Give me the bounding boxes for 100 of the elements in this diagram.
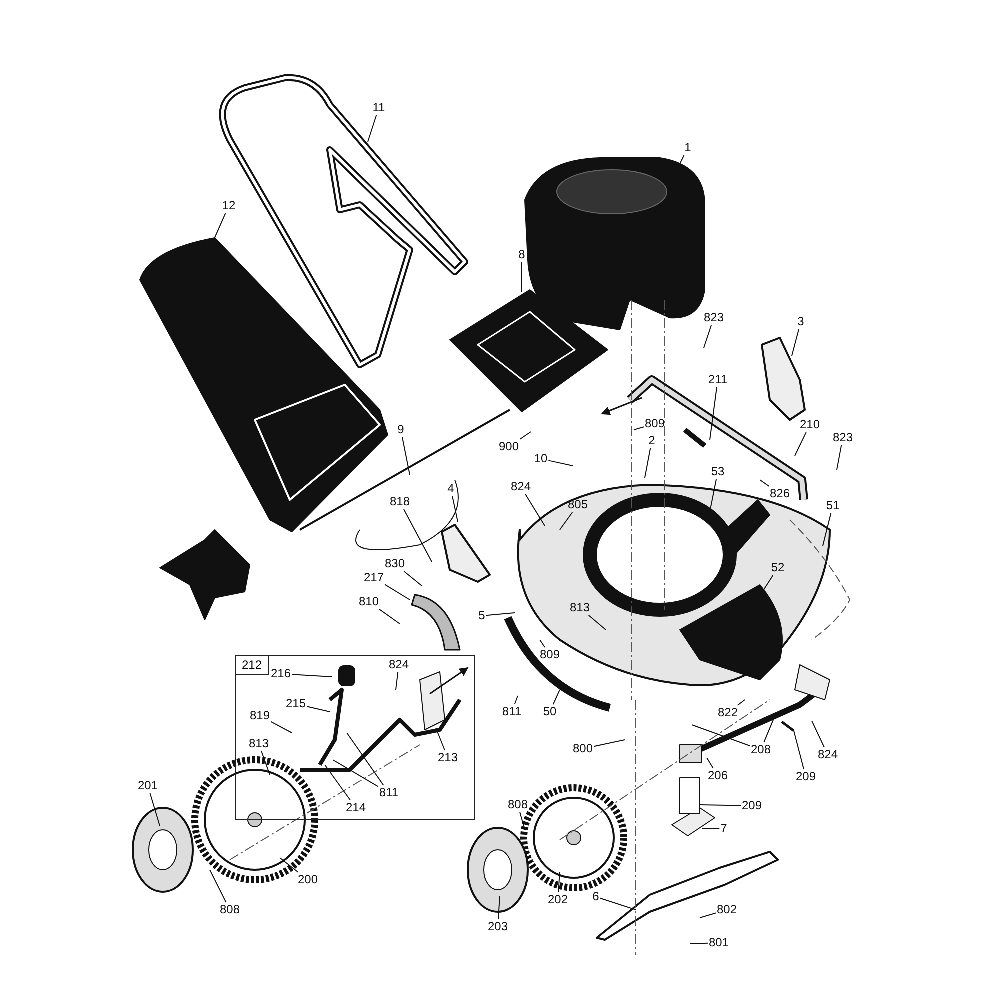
- callout-number: 217: [364, 572, 384, 584]
- leader-line: [594, 740, 626, 748]
- callout-number: 3: [798, 316, 804, 328]
- leader-line: [702, 828, 720, 830]
- callout-number: 813: [570, 602, 590, 614]
- callout-number: 10: [534, 452, 548, 466]
- callout-number: 50: [543, 706, 557, 718]
- leader-line: [379, 609, 400, 624]
- callout-number: 216: [270, 668, 292, 680]
- callout-number: 5: [478, 610, 486, 622]
- leader-line: [150, 793, 160, 826]
- callout-number: 824: [818, 748, 838, 762]
- leader-line: [404, 571, 422, 586]
- leader-line: [404, 509, 432, 562]
- callout-number: 202: [548, 894, 568, 906]
- callout-number: 206: [708, 770, 728, 782]
- leader-line: [210, 870, 227, 903]
- leader-line: [560, 512, 574, 530]
- callout-number: 800: [572, 742, 594, 756]
- callout-number: 826: [770, 488, 790, 500]
- callout-number: 209: [796, 770, 816, 784]
- leader-line: [700, 912, 716, 918]
- callout-number: 811: [502, 706, 522, 718]
- callout-number: 2: [648, 434, 656, 448]
- callout-frame: [235, 655, 475, 820]
- leader-line: [600, 898, 636, 910]
- callout-number: 4: [448, 482, 454, 496]
- callout-number: 809: [644, 418, 666, 430]
- leader-line: [700, 804, 742, 806]
- leader-line: [540, 640, 546, 648]
- callout-number: 211: [708, 374, 728, 386]
- leader-line: [792, 329, 800, 356]
- leader-line: [552, 690, 560, 705]
- callout-number: 824: [388, 658, 410, 672]
- callout-number: 6: [592, 890, 600, 904]
- callout-number: 8: [518, 248, 526, 262]
- callout-number: 808: [508, 798, 528, 812]
- callout-number: 819: [250, 710, 270, 722]
- leader-line: [710, 387, 718, 440]
- leader-line: [760, 480, 770, 487]
- callout-number: 214: [346, 802, 366, 814]
- leader-line: [634, 426, 644, 430]
- leader-line: [396, 672, 399, 690]
- leader-line: [836, 445, 842, 470]
- callout-number: 801: [708, 936, 730, 950]
- callout-number: 208: [750, 744, 772, 756]
- leader-line: [704, 325, 712, 348]
- callout-number: 823: [704, 312, 724, 324]
- leader-line: [525, 494, 546, 526]
- leader-line: [737, 700, 746, 706]
- leader-line: [692, 724, 750, 746]
- leader-line: [644, 448, 652, 478]
- leader-line: [548, 460, 574, 466]
- callout-number: 810: [358, 596, 380, 608]
- leader-line: [498, 896, 500, 920]
- leader-line: [452, 496, 458, 522]
- leader-line: [588, 615, 606, 630]
- callout-number: 210: [800, 418, 820, 432]
- leader-line: [794, 730, 805, 770]
- callout-number: 9: [398, 424, 404, 436]
- leader-line: [346, 732, 384, 786]
- callout-number: 212: [236, 656, 270, 675]
- callout-number: 830: [384, 558, 406, 570]
- callout-number: 201: [138, 780, 158, 792]
- callout-number: 213: [438, 752, 458, 764]
- leader-line: [214, 213, 226, 240]
- callout-number: 215: [286, 698, 306, 710]
- callout-number: 900: [498, 440, 520, 454]
- callout-number: 811: [379, 786, 399, 800]
- leader-line: [292, 674, 332, 678]
- callout-number: 823: [832, 432, 854, 444]
- callout-number: 7: [720, 822, 728, 836]
- leader-line: [368, 115, 378, 142]
- callout-number: 12: [222, 200, 236, 212]
- leader-line: [794, 432, 807, 456]
- callout-number: 209: [742, 800, 762, 812]
- callout-number: 813: [248, 738, 270, 750]
- leader-line: [332, 760, 379, 788]
- callout-number: 203: [488, 920, 508, 934]
- callout-number: 808: [220, 904, 240, 916]
- callout-number: 809: [540, 648, 560, 662]
- leader-line: [520, 812, 526, 830]
- leader-line: [324, 764, 352, 801]
- leader-line: [558, 872, 560, 893]
- callout-number: 824: [510, 480, 532, 494]
- callout-number: 52: [771, 562, 785, 574]
- callout-number: 802: [716, 904, 738, 916]
- leader-line: [436, 728, 446, 751]
- leader-line: [514, 696, 518, 705]
- leader-line: [706, 758, 714, 769]
- leader-line: [261, 751, 270, 776]
- leader-line: [812, 720, 825, 748]
- callout-number: 51: [826, 500, 840, 512]
- leader-line: [384, 584, 410, 600]
- leader-line: [690, 942, 708, 944]
- callout-number: 1: [684, 142, 692, 154]
- callout-number: 11: [372, 102, 386, 114]
- leader-line: [520, 432, 532, 440]
- leader-line: [402, 437, 410, 476]
- leader-line: [822, 513, 832, 546]
